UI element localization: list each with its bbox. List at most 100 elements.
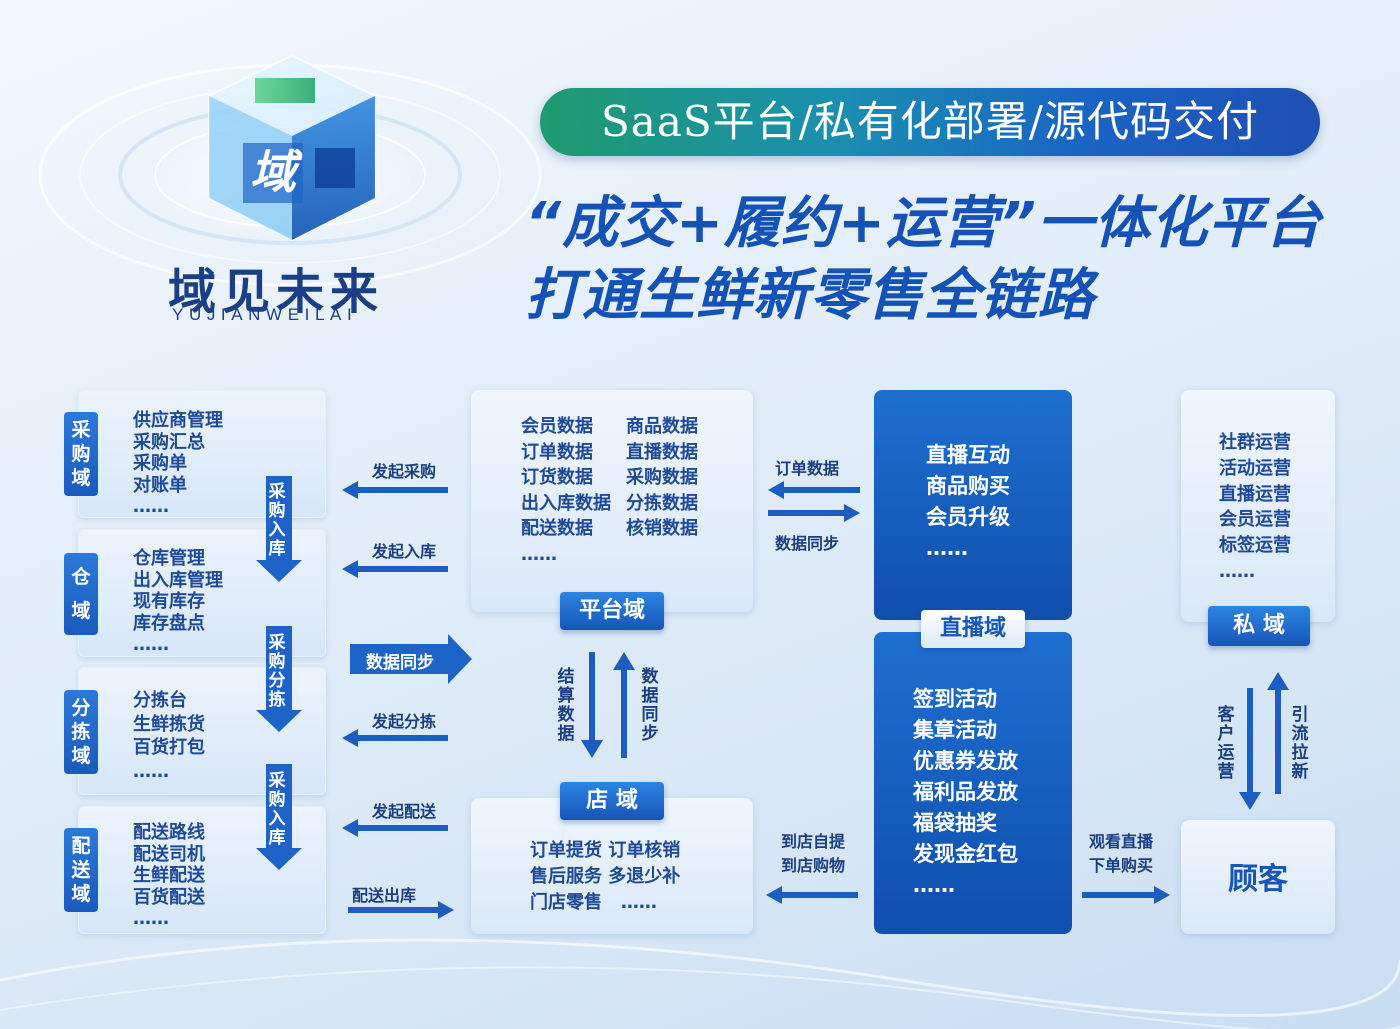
flow-label-1: 采购入库 [268, 482, 286, 559]
list-item: 商品购买 [926, 474, 1010, 498]
label-order-data: 订单数据 [775, 459, 840, 478]
list-item: 售后服务 [530, 866, 602, 887]
label-datasync-up: 数据同步 [641, 667, 659, 744]
deploy-banner: SaaS平台/私有化部署/源代码交付 [540, 88, 1320, 156]
list-item: 生鲜拣货 [133, 713, 205, 735]
flow-arrow-down-2 [256, 626, 302, 732]
list-item: 现有库存 [133, 591, 205, 612]
headline-primary: “成交+履约+运营”一体化平台 [525, 191, 1322, 256]
label-traffic-acquisition: 引流拉新 [1291, 705, 1309, 782]
arrow-left-3 [342, 729, 448, 747]
platform-data-col2: 商品数据 直播数据 采购数据 分拣数据 核销数据 [626, 414, 698, 542]
label-delivery-out: 配送出库 [352, 886, 417, 905]
live-domain-top-box [874, 390, 1072, 620]
list-item: 直播运营 [1219, 483, 1291, 505]
list-item: 配送数据 [521, 518, 593, 539]
list-item: 福袋抽奖 [913, 811, 997, 835]
label-settlement-data: 结算数据 [557, 667, 575, 744]
list-item: 直播互动 [926, 443, 1010, 467]
delivery-items: 配送路线 配送司机 生鲜配送 百货配送 …… [133, 822, 205, 930]
list-item: 供应商管理 [133, 410, 223, 431]
sorting-items: 分拣台 生鲜拣货 百货打包 …… [133, 689, 205, 783]
list-item: 生鲜配送 [133, 865, 205, 886]
private-domain-tag: 私 域 [1208, 606, 1310, 646]
list-item: 采购数据 [626, 467, 698, 488]
list-item: 优惠券发放 [913, 749, 1018, 773]
list-item: 会员数据 [521, 416, 593, 437]
logo-char: 域 [250, 145, 296, 199]
list-item: 活动运营 [1219, 457, 1291, 479]
list-item: …… [926, 536, 968, 560]
list-item: 出入库管理 [133, 569, 223, 591]
store-domain-box [471, 798, 753, 934]
list-item: …… [133, 496, 169, 517]
platform-data-col1: 会员数据 订单数据 订货数据 出入库数据 配送数据 …… [521, 414, 611, 567]
arrow-down-settlement [581, 652, 603, 758]
flow-arrow-down-1 [256, 476, 302, 582]
list-item: …… [620, 892, 657, 913]
list-item: 仓库管理 [133, 548, 205, 569]
private-items: 社群运营 活动运营 直播运营 会员运营 标签运营 …… [1219, 430, 1291, 585]
arrow-down-customer-ops [1239, 688, 1261, 810]
list-item: 订单核销 [608, 840, 681, 861]
procurement-domain-tag: 采购域 [64, 412, 98, 496]
label-start-sorting: 发起分拣 [372, 712, 437, 731]
list-item: …… [913, 873, 955, 897]
warehouse-items: 仓库管理 出入库管理 现有库存 库存盘点 …… [133, 548, 223, 656]
list-item: 福利品发放 [913, 780, 1018, 804]
customer-title: 顾客 [1228, 862, 1288, 897]
list-item: 发现金红包 [913, 842, 1018, 866]
list-item: 分拣数据 [626, 492, 698, 514]
arrow-left-4 [342, 819, 448, 837]
list-item: 百货配送 [133, 886, 205, 908]
deploy-banner-text: SaaS平台/私有化部署/源代码交付 [601, 97, 1259, 146]
list-item: 标签运营 [1219, 535, 1291, 557]
list-item: 出入库数据 [521, 492, 611, 514]
list-item: …… [521, 543, 557, 565]
list-item: 采购汇总 [133, 431, 205, 453]
arrow-right-datasync [350, 634, 472, 684]
flow-label-2: 采购分拣 [268, 633, 286, 710]
label-start-procurement: 发起采购 [372, 462, 437, 481]
arrow-up-traffic [1267, 672, 1289, 794]
arrow-right-delivery [348, 901, 454, 919]
customer-box [1181, 820, 1335, 934]
warehouse-domain-tag: 仓域 [64, 553, 98, 635]
live-bottom-items: 签到活动 集章活动 优惠券发放 福利品发放 福袋抽奖 发现金红包 …… [913, 684, 1018, 901]
label-data-sync-mid: 数据同步 [775, 534, 840, 553]
label-start-delivery: 发起配送 [372, 802, 437, 821]
list-item: …… [133, 908, 169, 929]
store-items: 订单提货 订单核销 售后服务 多退少补 门店零售 …… [530, 838, 680, 916]
platform-domain-tag: 平台域 [560, 592, 664, 630]
list-item: …… [133, 760, 169, 782]
list-item: 配送路线 [133, 822, 205, 843]
label-store-pickup: 到店自提 到店购物 [781, 832, 846, 875]
flow-arrow-down-3 [256, 764, 302, 870]
list-item: 会员运营 [1219, 509, 1291, 531]
label-data-sync-left: 数据同步 [366, 653, 434, 673]
list-item: 签到活动 [913, 687, 997, 711]
list-item: 核销数据 [626, 518, 698, 539]
brand-name: 域见未来 [168, 264, 385, 320]
brand-name-en: YUJIANWEILAI [172, 305, 358, 324]
live-domain-tag: 直播域 [921, 610, 1025, 648]
flow-label-3: 采购入库 [268, 771, 286, 848]
label-watch-live: 观看直播 下单购买 [1089, 832, 1154, 875]
label-customer-ops: 客户运营 [1217, 705, 1235, 782]
live-domain-bottom-box [874, 632, 1072, 934]
arrow-left-2 [342, 560, 448, 578]
list-item: 百货打包 [133, 737, 205, 758]
headline-secondary: 打通生鲜新零售全链路 [525, 263, 1095, 328]
delivery-domain-tag: 配送域 [64, 828, 98, 912]
list-item: 采购单 [133, 453, 187, 474]
sorting-domain-tag: 分拣域 [64, 690, 98, 774]
platform-domain-box [471, 390, 753, 612]
arrow-up-datasync [613, 652, 635, 758]
list-item: 社群运营 [1219, 432, 1291, 453]
list-item: 订单数据 [521, 441, 593, 463]
arrow-right-sync [768, 504, 860, 522]
private-domain-box [1181, 390, 1335, 622]
list-item: 库存盘点 [133, 612, 205, 634]
list-item: 订货数据 [521, 467, 593, 488]
list-item: 直播数据 [626, 441, 698, 463]
